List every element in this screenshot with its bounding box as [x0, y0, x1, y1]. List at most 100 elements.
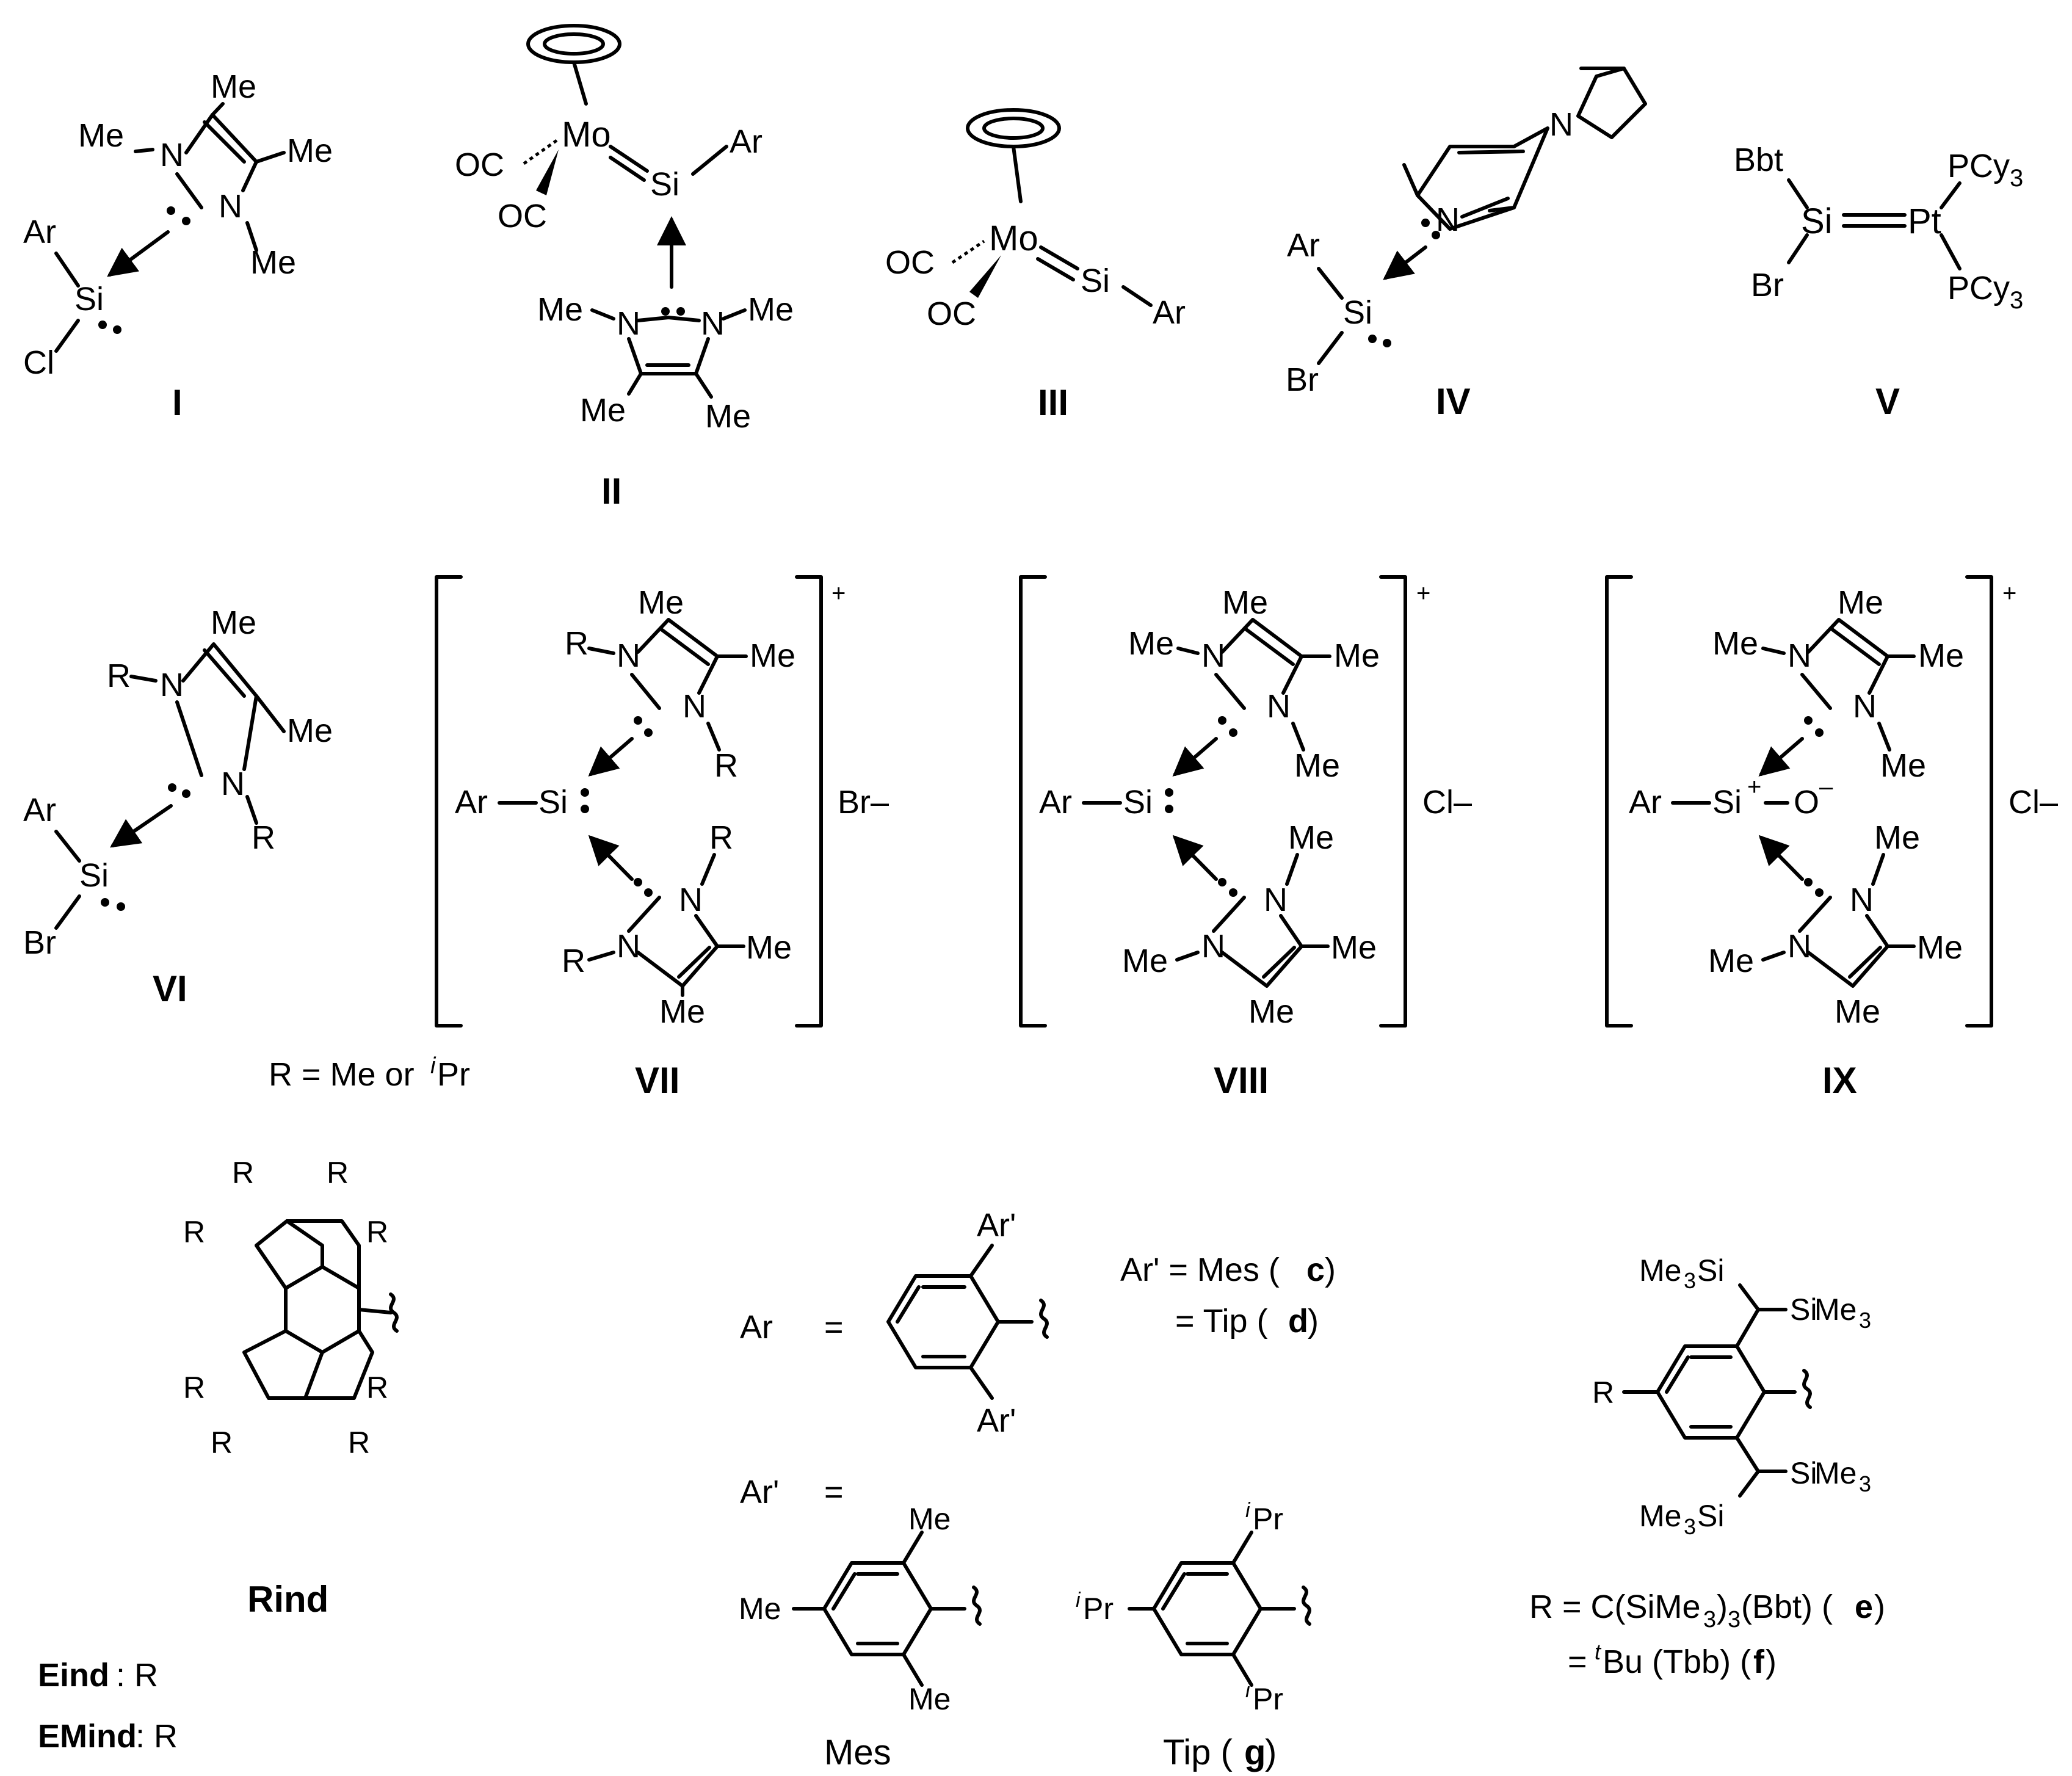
- label-V: V: [1875, 381, 1900, 422]
- svg-text:Me: Me: [908, 1502, 951, 1536]
- svg-text:Me: Me: [211, 68, 256, 105]
- svg-text:N: N: [1201, 928, 1225, 965]
- svg-text:Me: Me: [1128, 625, 1174, 662]
- svg-text:Si: Si: [1081, 263, 1110, 299]
- svg-text:i: i: [1245, 1499, 1251, 1522]
- svg-text:3: 3: [2010, 287, 2023, 314]
- svg-text:R: R: [565, 625, 589, 662]
- svg-text:Me: Me: [78, 117, 124, 154]
- svg-text:Ar': Ar': [740, 1474, 779, 1510]
- label-II: II: [601, 471, 621, 512]
- svg-text:Me: Me: [1838, 584, 1883, 621]
- svg-text:Me: Me: [1334, 637, 1380, 674]
- svg-text:Br: Br: [1751, 267, 1784, 303]
- svg-text:Si: Si: [1790, 1292, 1817, 1327]
- svg-text:+: +: [1416, 580, 1430, 607]
- svg-text:Me: Me: [287, 132, 333, 169]
- compound-VI: Me R N Me N R Ar Si Br VI R = Me or i Pr: [23, 604, 470, 1093]
- svg-text:Me: Me: [908, 1682, 951, 1716]
- svg-text:N: N: [617, 305, 640, 342]
- svg-text:= Tip (: = Tip (: [1175, 1303, 1268, 1339]
- svg-text:Me: Me: [750, 637, 795, 674]
- svg-text:): ): [1717, 1589, 1728, 1625]
- svg-text:Ar: Ar: [1153, 294, 1186, 331]
- svg-text:Me: Me: [1835, 993, 1880, 1030]
- svg-text:R: R: [562, 943, 585, 979]
- svg-text:e: e: [1855, 1589, 1873, 1625]
- svg-text:PCy: PCy: [1947, 270, 2010, 306]
- svg-text:t: t: [1595, 1639, 1602, 1664]
- svg-text:Bbt: Bbt: [1734, 142, 1783, 178]
- svg-text:N: N: [1788, 928, 1811, 965]
- svg-text:Bu (Tbb) (: Bu (Tbb) (: [1603, 1644, 1751, 1680]
- svg-text:Me: Me: [748, 291, 794, 328]
- svg-text:3: 3: [1859, 1308, 1871, 1333]
- svg-text:R: R: [366, 1371, 388, 1405]
- svg-text:Me: Me: [1288, 819, 1334, 856]
- label-I: I: [172, 382, 183, 423]
- svg-text:): ): [1766, 1644, 1777, 1680]
- label-Rind: Rind: [247, 1579, 328, 1620]
- svg-text:): ): [1325, 1252, 1336, 1288]
- svg-text:Tip (: Tip (: [1163, 1733, 1233, 1772]
- svg-text:Ar: Ar: [455, 784, 488, 821]
- svg-text:Ar: Ar: [23, 214, 56, 250]
- svg-text:Si: Si: [1343, 294, 1372, 331]
- svg-text:Me: Me: [1918, 637, 1964, 674]
- svg-text:Si: Si: [650, 166, 679, 203]
- svg-text:3: 3: [1684, 1514, 1696, 1539]
- svg-text:Pr: Pr: [437, 1056, 470, 1093]
- svg-text:R: R: [183, 1215, 205, 1249]
- svg-text:3: 3: [1728, 1607, 1741, 1633]
- svg-text:Me: Me: [1248, 993, 1294, 1030]
- svg-text:Me: Me: [1712, 625, 1758, 662]
- svg-text:EMind: EMind: [38, 1718, 137, 1755]
- svg-text:Pr: Pr: [1253, 1502, 1283, 1536]
- svg-text:Me: Me: [1639, 1499, 1681, 1533]
- svg-text:Me: Me: [659, 993, 705, 1030]
- compound-VIII: + Me Me N Me N Me Ar Si Me N N Me Me Me …: [1019, 575, 1472, 1101]
- svg-text:OC: OC: [927, 295, 976, 332]
- svg-text:OC: OC: [455, 147, 504, 183]
- svg-text:N: N: [1201, 637, 1225, 674]
- ar-definition: Ar = Ar' Ar' Ar' = Mes ( c ) = Tip ( d )…: [740, 1207, 1336, 1510]
- svg-text:Br–: Br–: [838, 784, 889, 821]
- svg-text:=: =: [824, 1309, 844, 1346]
- svg-text:Mes: Mes: [824, 1733, 891, 1772]
- compound-VII: + Me R N Me N R Ar Si R N N R Me Me Br– …: [435, 575, 889, 1101]
- svg-text:+: +: [2002, 580, 2016, 607]
- svg-text:Me: Me: [739, 1592, 781, 1626]
- svg-text:Me: Me: [1122, 943, 1168, 979]
- svg-text:Cl: Cl: [23, 344, 54, 381]
- svg-text:R: R: [232, 1156, 254, 1190]
- compound-IX: + Me Me N Me N Me Ar Si + O – Me N N Me …: [1605, 575, 2058, 1101]
- structure-Mes: Me Me Me Mes: [739, 1502, 982, 1772]
- svg-text:Si: Si: [1697, 1253, 1724, 1288]
- svg-text:Si: Si: [79, 857, 109, 894]
- svg-text:Pr: Pr: [1253, 1682, 1283, 1716]
- svg-text:: R: : R: [116, 1657, 158, 1694]
- svg-text:N: N: [1267, 688, 1291, 725]
- svg-text:R: R: [709, 819, 733, 856]
- svg-text:Ar': Ar': [977, 1402, 1016, 1439]
- label-III: III: [1038, 382, 1068, 423]
- svg-text:Ar': Ar': [977, 1207, 1016, 1244]
- svg-text:N: N: [1436, 201, 1460, 238]
- svg-text:c: c: [1306, 1252, 1325, 1288]
- svg-text:Me: Me: [1331, 929, 1377, 966]
- svg-text:N: N: [219, 188, 242, 225]
- svg-text:f: f: [1753, 1644, 1765, 1680]
- svg-text:PCy: PCy: [1947, 148, 2010, 184]
- svg-text:Pt: Pt: [1908, 201, 1941, 241]
- structure-Bbt-Tbb: R Me 3 Si Si Me 3 Si Me 3 Me 3 Si R = C(…: [1529, 1253, 1885, 1680]
- svg-text:Me: Me: [1708, 943, 1754, 979]
- svg-text:N: N: [160, 667, 184, 703]
- svg-text:3: 3: [1859, 1471, 1871, 1496]
- label-IX: IX: [1822, 1060, 1857, 1101]
- svg-text:Me: Me: [1294, 747, 1340, 784]
- svg-text:R: R: [1592, 1375, 1614, 1410]
- svg-text:Si: Si: [1123, 784, 1153, 821]
- svg-text:d: d: [1288, 1303, 1308, 1339]
